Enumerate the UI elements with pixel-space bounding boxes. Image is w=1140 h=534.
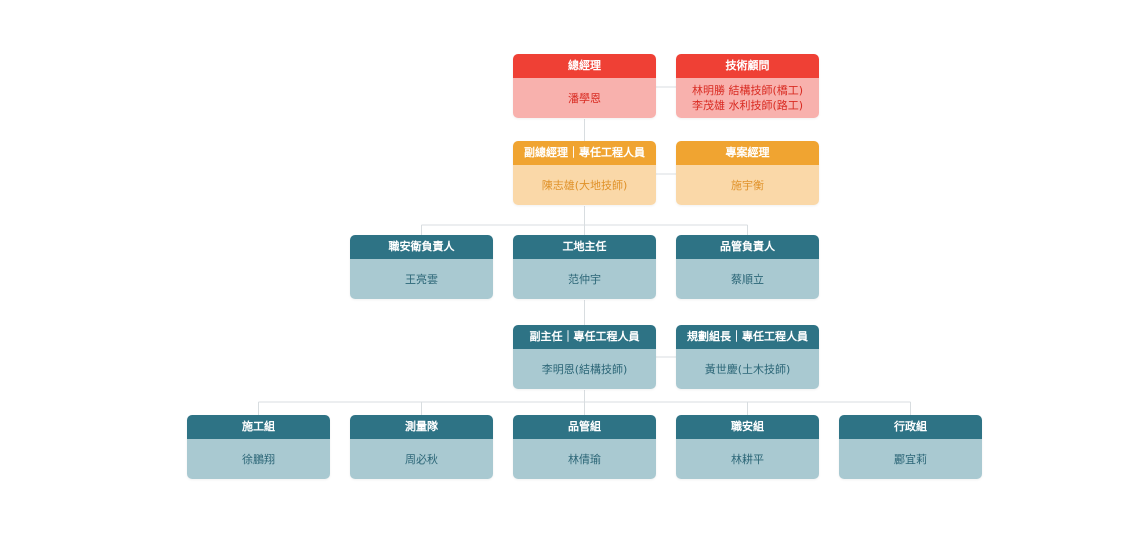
node-body: 施宇衡 xyxy=(676,165,819,205)
node-admin-group: 行政組 酈宜莉 xyxy=(839,415,982,479)
node-person: 王亮雲 xyxy=(405,272,438,286)
node-title: 工地主任 xyxy=(513,235,656,259)
node-body: 潘學恩 xyxy=(513,78,656,118)
node-safety-head: 職安衛負責人 王亮雲 xyxy=(350,235,493,299)
node-project-manager: 專案經理 施宇衡 xyxy=(676,141,819,205)
node-body: 范仲宇 xyxy=(513,259,656,299)
node-deputy-director: 副主任｜專任工程人員 李明恩(結構技師) xyxy=(513,325,656,389)
node-construction-group: 施工組 徐鵬翔 xyxy=(187,415,330,479)
node-safety-group: 職安組 林耕平 xyxy=(676,415,819,479)
node-body: 蔡順立 xyxy=(676,259,819,299)
node-body: 林明勝 結構技師(橋工) 李茂雄 水利技師(路工) xyxy=(676,78,819,118)
node-title: 品管組 xyxy=(513,415,656,439)
node-title: 職安組 xyxy=(676,415,819,439)
node-body: 酈宜莉 xyxy=(839,439,982,479)
node-title: 職安衛負責人 xyxy=(350,235,493,259)
node-person: 施宇衡 xyxy=(731,178,764,192)
node-title: 副主任｜專任工程人員 xyxy=(513,325,656,349)
node-person: 蔡順立 xyxy=(731,272,764,286)
node-site-director: 工地主任 范仲宇 xyxy=(513,235,656,299)
node-title: 副總經理｜專任工程人員 xyxy=(513,141,656,165)
node-body: 徐鵬翔 xyxy=(187,439,330,479)
node-person: 徐鵬翔 xyxy=(242,452,275,466)
node-person: 林倩瑜 xyxy=(568,452,601,466)
node-title: 總經理 xyxy=(513,54,656,78)
node-title: 技術顧問 xyxy=(676,54,819,78)
node-person: 黃世慶(土木技師) xyxy=(704,362,791,376)
node-general-manager: 總經理 潘學恩 xyxy=(513,54,656,118)
node-person: 周必秋 xyxy=(405,452,438,466)
node-body: 王亮雲 xyxy=(350,259,493,299)
node-person: 酈宜莉 xyxy=(894,452,927,466)
node-planning-lead: 規劃組長｜專任工程人員 黃世慶(土木技師) xyxy=(676,325,819,389)
node-person: 陳志雄(大地技師) xyxy=(541,178,628,192)
node-person: 范仲宇 xyxy=(568,272,601,286)
node-person: 林耕平 xyxy=(731,452,764,466)
node-body: 黃世慶(土木技師) xyxy=(676,349,819,389)
node-title: 品管負責人 xyxy=(676,235,819,259)
node-person: 李茂雄 水利技師(路工) xyxy=(691,99,804,112)
node-survey-team: 測量隊 周必秋 xyxy=(350,415,493,479)
node-body: 陳志雄(大地技師) xyxy=(513,165,656,205)
node-qc-head: 品管負責人 蔡順立 xyxy=(676,235,819,299)
node-person: 潘學恩 xyxy=(568,91,601,105)
node-body: 周必秋 xyxy=(350,439,493,479)
node-body: 李明恩(結構技師) xyxy=(513,349,656,389)
node-title: 施工組 xyxy=(187,415,330,439)
node-title: 行政組 xyxy=(839,415,982,439)
node-person: 李明恩(結構技師) xyxy=(541,362,628,376)
node-title: 專案經理 xyxy=(676,141,819,165)
node-title: 規劃組長｜專任工程人員 xyxy=(676,325,819,349)
node-qc-group: 品管組 林倩瑜 xyxy=(513,415,656,479)
node-title: 測量隊 xyxy=(350,415,493,439)
node-deputy-general-manager: 副總經理｜專任工程人員 陳志雄(大地技師) xyxy=(513,141,656,205)
node-technical-advisor: 技術顧問 林明勝 結構技師(橋工) 李茂雄 水利技師(路工) xyxy=(676,54,819,118)
node-body: 林耕平 xyxy=(676,439,819,479)
node-body: 林倩瑜 xyxy=(513,439,656,479)
node-person: 林明勝 結構技師(橋工) xyxy=(691,84,804,97)
